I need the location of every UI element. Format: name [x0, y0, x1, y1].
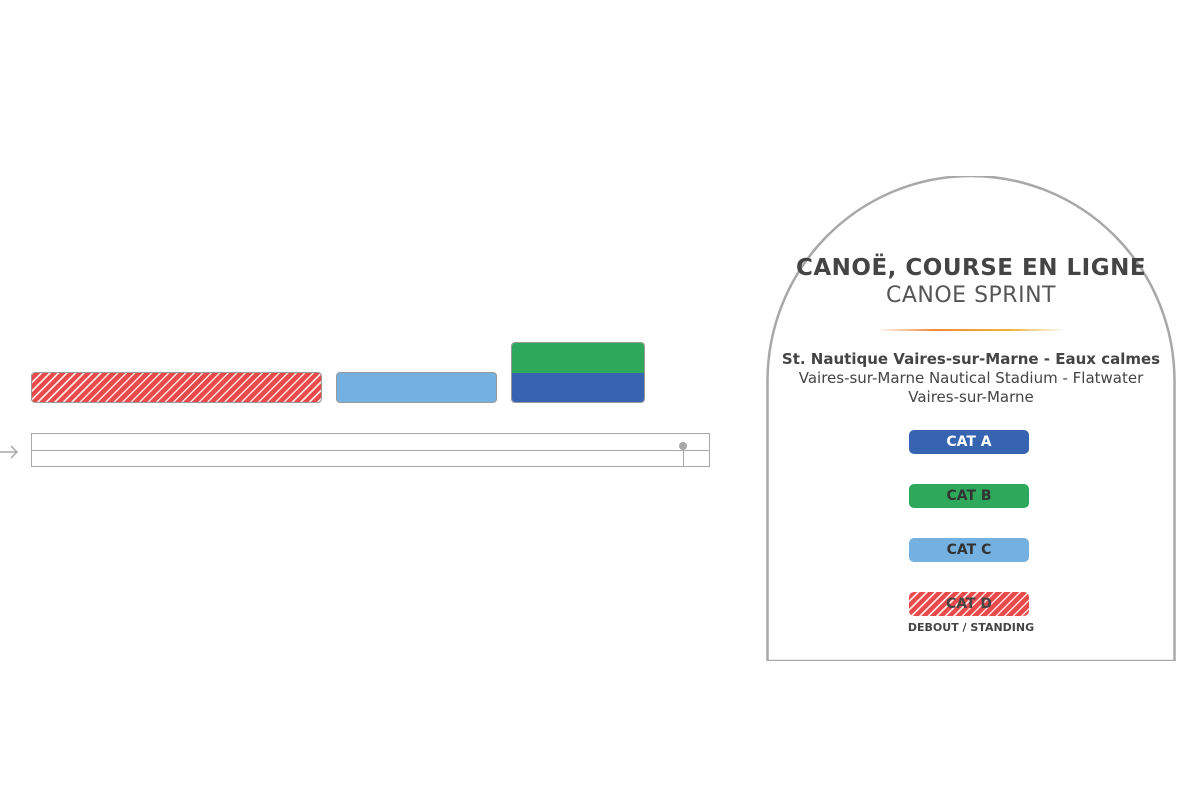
venue-name-en: Vaires-sur-Marne Nautical Stadium - Flat… [798, 369, 1144, 387]
finish-marker-icon [679, 442, 687, 450]
finish-line-post [683, 446, 684, 466]
start-arrow-icon [0, 445, 19, 459]
race-course [31, 433, 710, 467]
legend-cat-d[interactable]: CAT D [909, 592, 1029, 616]
legend-cat-d-note: DEBOUT / STANDING [907, 621, 1035, 634]
seating-block-cat-c[interactable] [336, 372, 497, 403]
legend-cat-b[interactable]: CAT B [909, 484, 1029, 508]
legend-card: CANOË, COURSE EN LIGNE CANOE SPRINT St. … [766, 176, 1176, 661]
legend-title-fr: CANOË, COURSE EN LIGNE [795, 255, 1147, 281]
legend-cat-a[interactable]: CAT A [909, 430, 1029, 454]
seating-section-cat-a[interactable] [512, 372, 644, 402]
legend-arch-frame [766, 176, 1176, 661]
seating-section-cat-b[interactable] [512, 343, 644, 373]
legend-title-en: CANOE SPRINT [886, 283, 1056, 308]
legend-divider [876, 329, 1066, 331]
seating-block-cat-a-b[interactable] [511, 342, 645, 403]
venue-name-fr: St. Nautique Vaires-sur-Marne - Eaux cal… [781, 350, 1161, 368]
seating-block-cat-d[interactable] [31, 372, 322, 403]
course-lane-line [32, 450, 709, 451]
venue-city: Vaires-sur-Marne [908, 388, 1034, 406]
legend-cat-c[interactable]: CAT C [909, 538, 1029, 562]
